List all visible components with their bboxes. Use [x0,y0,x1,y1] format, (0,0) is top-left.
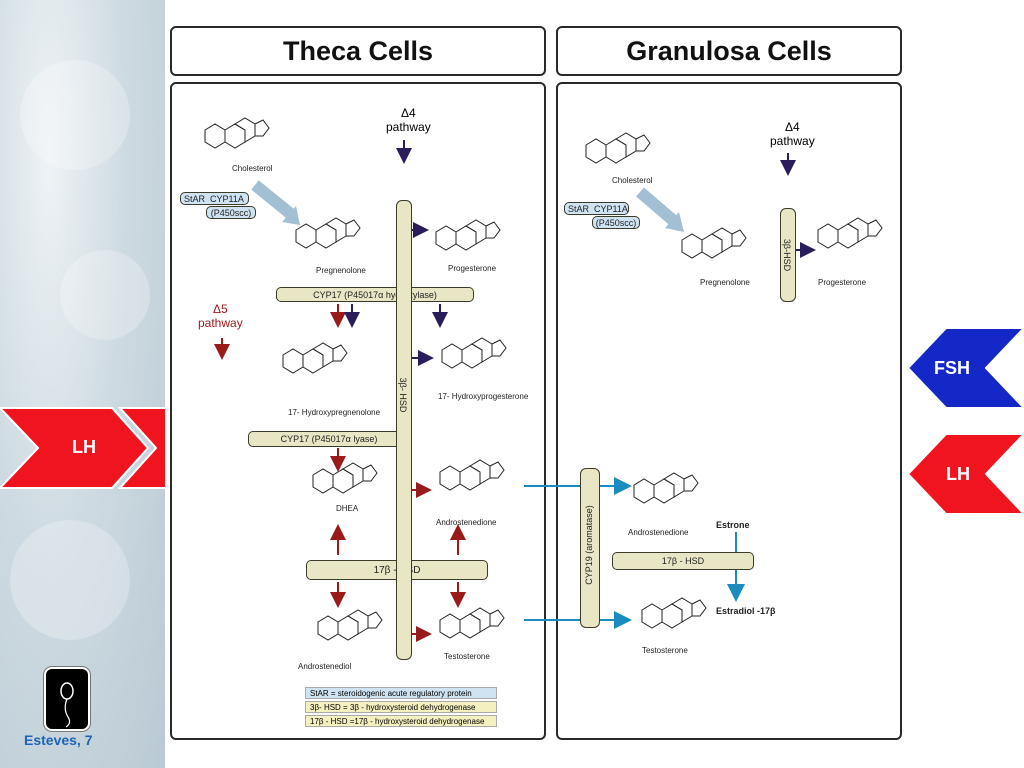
hsd3-vertical-label-granulosa: 3β-HSD [782,238,792,272]
delta5-symbol: Δ5 [213,302,228,316]
legend-hsd17: 17β - HSD =17β - hydroxysteroid dehydrog… [305,715,497,727]
star-cyp11a-box-granulosa: StAR CYP11A [564,202,629,215]
hsd3-vertical-bar-theca [396,200,412,660]
left-sidebar-background [0,0,165,768]
lh-right-label: LH [946,464,970,484]
progesterone-label: Progesterone [448,264,497,273]
hsd3-vertical-label-theca: 3β- HSD [398,377,408,413]
theca-cells-header: Theca Cells [170,26,546,76]
fsh-right-chevron [906,327,1024,409]
fsh-label: FSH [934,358,970,378]
molecule-hydroxyprogesterone [441,337,507,369]
sperm-logo-icon [44,667,90,731]
star-text-gran: StAR [568,203,590,214]
lh-left-label: LH [72,437,96,457]
star-arrow-granulosa [636,187,679,227]
hsd17-box-granulosa: 17β - HSD [612,552,754,570]
androstenediol-label: Androstenediol [298,662,352,671]
pregnenolone-label-granulosa: Pregnenolone [700,278,750,287]
testosterone-label-theca: Testosterone [444,652,490,661]
molecule-testosterone-theca [439,607,505,639]
bokeh-decoration [20,60,130,170]
molecule-testosterone-granulosa [641,597,707,629]
molecule-cholesterol-theca [204,117,270,149]
estradiol-label: Estradiol -17β [716,606,776,616]
delta4-word-gran: pathway [770,134,815,148]
granulosa-cells-header: Granulosa Cells [556,26,902,76]
progesterone-label-granulosa: Progesterone [818,278,867,287]
lh-right-chevron [906,433,1024,515]
delta4-word: pathway [386,120,431,134]
dhea-label: DHEA [336,504,359,513]
molecule-progesterone-granulosa [817,217,883,249]
star-arrow-theca [251,180,296,220]
cholesterol-label-granulosa: Cholesterol [612,176,653,185]
molecule-hydroxypregnenolone [282,342,348,374]
pregnenolone-label: Pregnenolone [316,266,366,275]
delta5-pathway-theca: Δ5 pathway [198,302,243,330]
androstenedione-label-granulosa: Androstenedione [628,528,689,537]
androstenedione-label-theca: Androstenedione [436,518,497,527]
legend-hsd3: 3β- HSD = 3β - hydroxysteroid dehydrogen… [305,701,497,713]
molecule-cholesterol-granulosa [585,132,651,164]
cyp11a-text-gran: CYP11A [594,203,628,214]
p450scc-box-granulosa: (P450scc) [592,216,640,229]
estrone-label: Estrone [716,520,750,530]
testosterone-label-granulosa: Testosterone [642,646,688,655]
cyp11a-text: CYP11A [210,193,244,204]
bokeh-decoration [60,250,150,340]
cyp19-vertical-bar [580,468,600,628]
delta4-pathway-granulosa: Δ4 pathway [770,120,815,148]
molecule-androstenedione-granulosa [633,472,699,504]
delta4-pathway-theca: Δ4 pathway [386,106,431,134]
delta4-symbol: Δ4 [401,106,416,120]
author-credit: Esteves, 7 [24,732,93,748]
hydroxyprogesterone-label: 17- Hydroxyprogesterone [438,392,529,401]
molecule-dhea [312,462,378,494]
cyp17-hydroxylase-box: CYP17 (P45017α hydroxylase) [276,287,474,302]
lh-left-chevron [0,407,167,489]
p450scc-box-theca: (P450scc) [206,206,256,219]
molecule-androstenediol [317,609,383,641]
molecule-pregnenolone [295,217,361,249]
hydroxypregnenolone-label: 17- Hydroxypregnenolone [288,408,381,417]
granulosa-panel [556,82,902,740]
bokeh-decoration [10,520,130,640]
star-text: StAR [184,193,206,204]
star-cyp11a-box-theca: StAR CYP11A [180,192,249,205]
cyp19-vertical-label: CYP19 (aromatase) [584,505,594,585]
molecule-progesterone [435,219,501,251]
legend-star: StAR = steroidogenic acute regulatory pr… [305,687,497,699]
delta5-word: pathway [198,316,243,330]
molecule-androstenedione-theca [439,459,505,491]
cyp17-lyase-box: CYP17 (P45017α lyase) [248,431,410,447]
cholesterol-label-theca: Cholesterol [232,164,273,173]
hsd3-vertical-bar-granulosa [780,208,796,302]
delta4-symbol-gran: Δ4 [785,120,800,134]
molecule-pregnenolone-granulosa [681,227,747,259]
